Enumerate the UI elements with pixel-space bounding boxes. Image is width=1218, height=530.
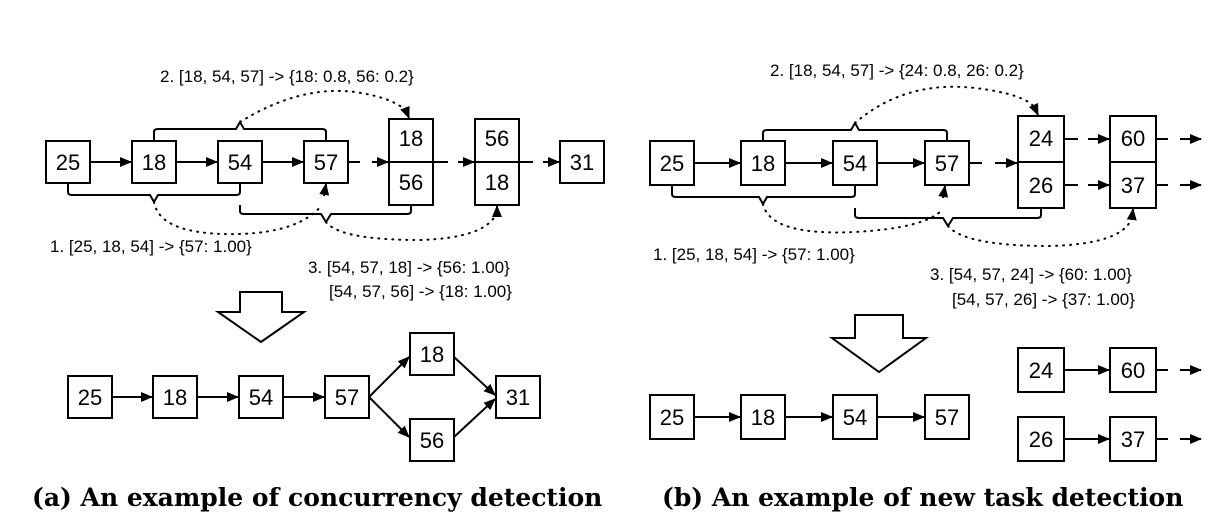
seq-node: 25: [649, 140, 695, 186]
result-node: 57: [324, 375, 370, 419]
node-label: 18: [485, 170, 509, 195]
brace-lower-2: [239, 205, 412, 224]
node-label: 25: [660, 151, 684, 176]
node-label: 26: [1029, 427, 1053, 452]
side-pair: 26 37: [1017, 416, 1202, 462]
dotted-link: [762, 203, 943, 234]
result-node: 57: [924, 394, 970, 440]
node-label: 56: [420, 428, 444, 453]
node-label: 24: [1029, 358, 1053, 383]
seq-node: 18: [740, 140, 786, 186]
node-label: 31: [570, 150, 594, 175]
result-node: 54: [832, 394, 878, 440]
rule-annotation: 3. [54, 57, 18] -> {56: 1.00}: [308, 258, 510, 277]
result-node: 18: [409, 332, 455, 376]
seq-node: 54: [217, 140, 263, 184]
transform-arrow: [828, 314, 930, 374]
split-node: 60 37: [1109, 115, 1157, 209]
rule-annotation: [54, 57, 26] -> {37: 1.00}: [952, 290, 1135, 309]
node-label: 57: [935, 405, 959, 430]
node-label: 18: [399, 126, 423, 151]
node-label: 18: [420, 342, 444, 367]
seq-node: 31: [559, 140, 605, 184]
caption: (b) An example of new task detection: [662, 483, 1183, 512]
node-label: 54: [843, 151, 867, 176]
result-node: 18: [740, 394, 786, 440]
rule-annotation: 1. [25, 18, 54] -> {57: 1.00}: [653, 245, 855, 264]
dotted-link: [325, 213, 497, 242]
seq-node: 54: [832, 140, 878, 186]
node-label: 54: [228, 150, 252, 175]
seq-node: 57: [924, 140, 970, 186]
panel-a: 25 18 54 57 31 18 56 56 18: [32, 67, 605, 512]
rule-annotation: 1. [25, 18, 54] -> {57: 1.00}: [50, 237, 252, 256]
node-label: 25: [78, 385, 102, 410]
node-label: 56: [485, 126, 509, 151]
result-node: 25: [649, 394, 695, 440]
node-label: 56: [399, 170, 423, 195]
seq-node: 57: [303, 140, 349, 184]
rule-annotation: [54, 57, 56] -> {18: 1.00}: [329, 282, 512, 301]
result-node: 18: [152, 375, 198, 419]
split-node: 56 18: [474, 118, 520, 206]
result-arrows: [112, 356, 496, 438]
seq-node: 25: [45, 140, 91, 184]
brace-upper: [762, 120, 948, 141]
node-label: 18: [751, 405, 775, 430]
seq-node: 18: [131, 140, 177, 184]
node-label: 25: [660, 405, 684, 430]
node-label: 37: [1121, 173, 1145, 198]
node-label: 31: [506, 385, 530, 410]
node-label: 18: [142, 150, 166, 175]
brace-lower-1: [67, 183, 241, 205]
node-label: 24: [1029, 126, 1053, 151]
node-label: 18: [163, 385, 187, 410]
brace-upper: [153, 119, 327, 141]
transform-arrow: [214, 291, 308, 344]
rule-annotation: 3. [54, 57, 24] -> {60: 1.00}: [930, 265, 1132, 284]
caption: (a) An example of concurrency detection: [32, 483, 602, 512]
node-label: 18: [751, 151, 775, 176]
dotted-link: [153, 201, 323, 236]
side-pair: 24 60: [1017, 347, 1202, 393]
node-label: 60: [1121, 358, 1145, 383]
dotted-link: [239, 89, 408, 123]
node-label: 54: [249, 385, 273, 410]
node-label: 57: [335, 385, 359, 410]
panel-b: 25 18 54 57 24 26 60 37: [649, 61, 1202, 512]
split-node: 24 26: [1017, 115, 1065, 209]
node-label: 37: [1121, 427, 1145, 452]
node-label: 57: [314, 150, 338, 175]
brace-lower-1: [671, 185, 856, 207]
brace-lower-2: [854, 208, 1042, 228]
node-label: 60: [1121, 126, 1145, 151]
node-label: 54: [843, 405, 867, 430]
result-node: 31: [495, 375, 541, 419]
node-label: 25: [56, 150, 80, 175]
seq-arrows: [694, 134, 1202, 190]
split-node: 18 56: [388, 118, 434, 206]
result-node: 25: [67, 375, 113, 419]
dotted-link: [854, 85, 1036, 124]
rule-annotation: 2. [18, 54, 57] -> {18: 0.8, 56: 0.2}: [160, 67, 414, 86]
result-node: 56: [409, 418, 455, 462]
dotted-link: [947, 219, 1132, 248]
node-label: 57: [935, 151, 959, 176]
result-node: 54: [238, 375, 284, 419]
rule-annotation: 2. [18, 54, 57] -> {24: 0.8, 26: 0.2}: [770, 61, 1024, 80]
node-label: 26: [1029, 173, 1053, 198]
